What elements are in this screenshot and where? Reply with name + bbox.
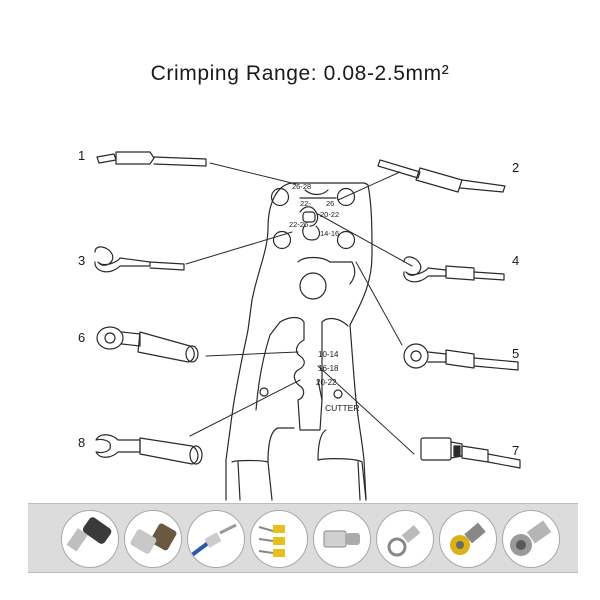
cutter-label: CUTTER (325, 403, 359, 413)
yellow-connector-icon (439, 510, 497, 568)
terminal-4-fork (403, 256, 505, 283)
fork-terminal-blue-icon (187, 510, 245, 568)
pointer-lines (185, 162, 415, 455)
terminal-5-ring (403, 343, 519, 371)
callout-5: 5 (512, 346, 519, 361)
jaw-label-22: 22- (300, 199, 311, 208)
jaw-label-20-22-lower: 20-22 (316, 378, 337, 387)
jaw-label-20-22-upper: 20-22 (320, 210, 339, 219)
terminal-2-butt (377, 159, 506, 193)
bnc-connector-icon (502, 510, 560, 568)
terminal-1-pin (96, 151, 207, 167)
callout-8: 8 (78, 435, 85, 450)
jaw-label-26-28: 26-28 (292, 182, 311, 191)
terminal-7-flat-female (420, 437, 521, 469)
yellow-spade-terminals-icon (250, 510, 308, 568)
insulated-terminal-icon (124, 510, 182, 568)
jaw-label-10-14: 10-14 (318, 350, 339, 359)
title: Crimping Range: 0.08-2.5mm² (150, 62, 450, 85)
terminal-6-ring-barrel (96, 326, 199, 363)
callout-7: 7 (512, 443, 519, 458)
callout-6: 6 (78, 330, 85, 345)
callout-2: 2 (512, 160, 519, 175)
ferrule-terminal-icon (61, 510, 119, 568)
jaw-label-16-18: 16-18 (318, 364, 339, 373)
terminal-thumbnail-strip (28, 503, 578, 573)
terminal-8-fork-barrel (95, 434, 203, 465)
callout-3: 3 (78, 253, 85, 268)
jaw-label-26: 26 (326, 199, 334, 208)
ring-terminal-icon (376, 510, 434, 568)
callout-1: 1 (78, 148, 85, 163)
terminal-3-fork (94, 246, 185, 273)
flat-female-terminal-icon (313, 510, 371, 568)
jaw-label-14-16: 14-16 (320, 229, 339, 238)
callout-4: 4 (512, 253, 519, 268)
jaw-label-22-26: 22-26 (289, 220, 308, 229)
plier-head (247, 182, 373, 331)
